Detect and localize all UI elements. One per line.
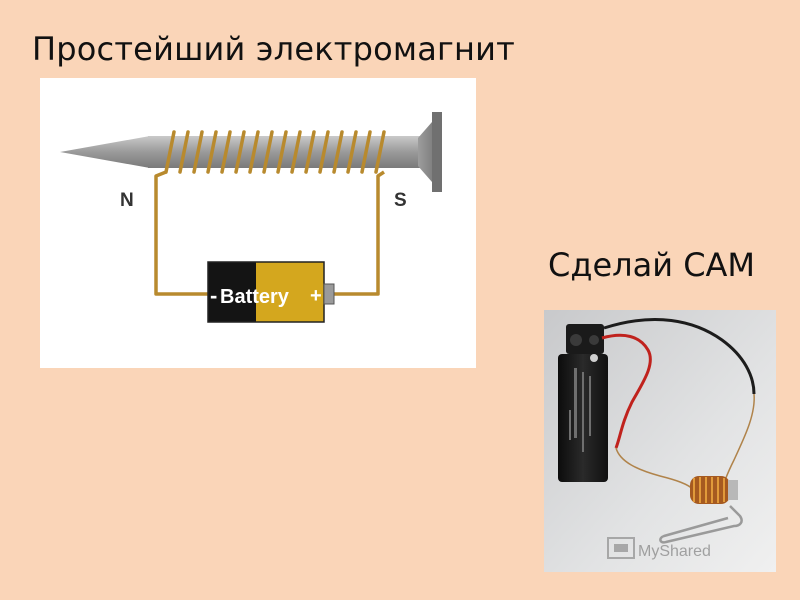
battery-negative-half [208,262,256,322]
red-wire [601,333,652,449]
copper-coil [164,130,386,174]
diy-electromagnet-photo: MyShared [544,310,776,572]
battery-plus-sign: + [310,285,322,307]
photo-coil [690,476,738,504]
lead-wire-left [615,447,695,491]
electromagnet-diagram: - Battery + N S [40,78,476,368]
wire-circuit [154,170,385,296]
north-pole-label: N [120,190,134,211]
watermark-logo-icon [607,537,635,559]
watermark: MyShared [607,537,711,560]
battery-positive-half [256,262,324,322]
battery-terminal [323,283,335,305]
battery: - Battery + [207,261,335,323]
battery-label: Battery [220,286,290,308]
slide-title: Простейший электромагнит [32,30,516,68]
south-pole-label: S [394,190,407,211]
nail-tip [60,136,150,168]
9v-battery [558,324,608,482]
paperclip [659,505,743,544]
nail [60,112,442,192]
black-wire [603,318,756,395]
battery-minus-sign: - [210,283,217,308]
photo-svg: MyShared [544,310,776,572]
watermark-text: MyShared [638,543,711,560]
battery-snap [566,324,604,354]
diagram-svg: - Battery + N S [60,112,442,323]
slide-subtitle: Сделай САМ [548,246,756,284]
nail-head-rim [432,112,442,192]
